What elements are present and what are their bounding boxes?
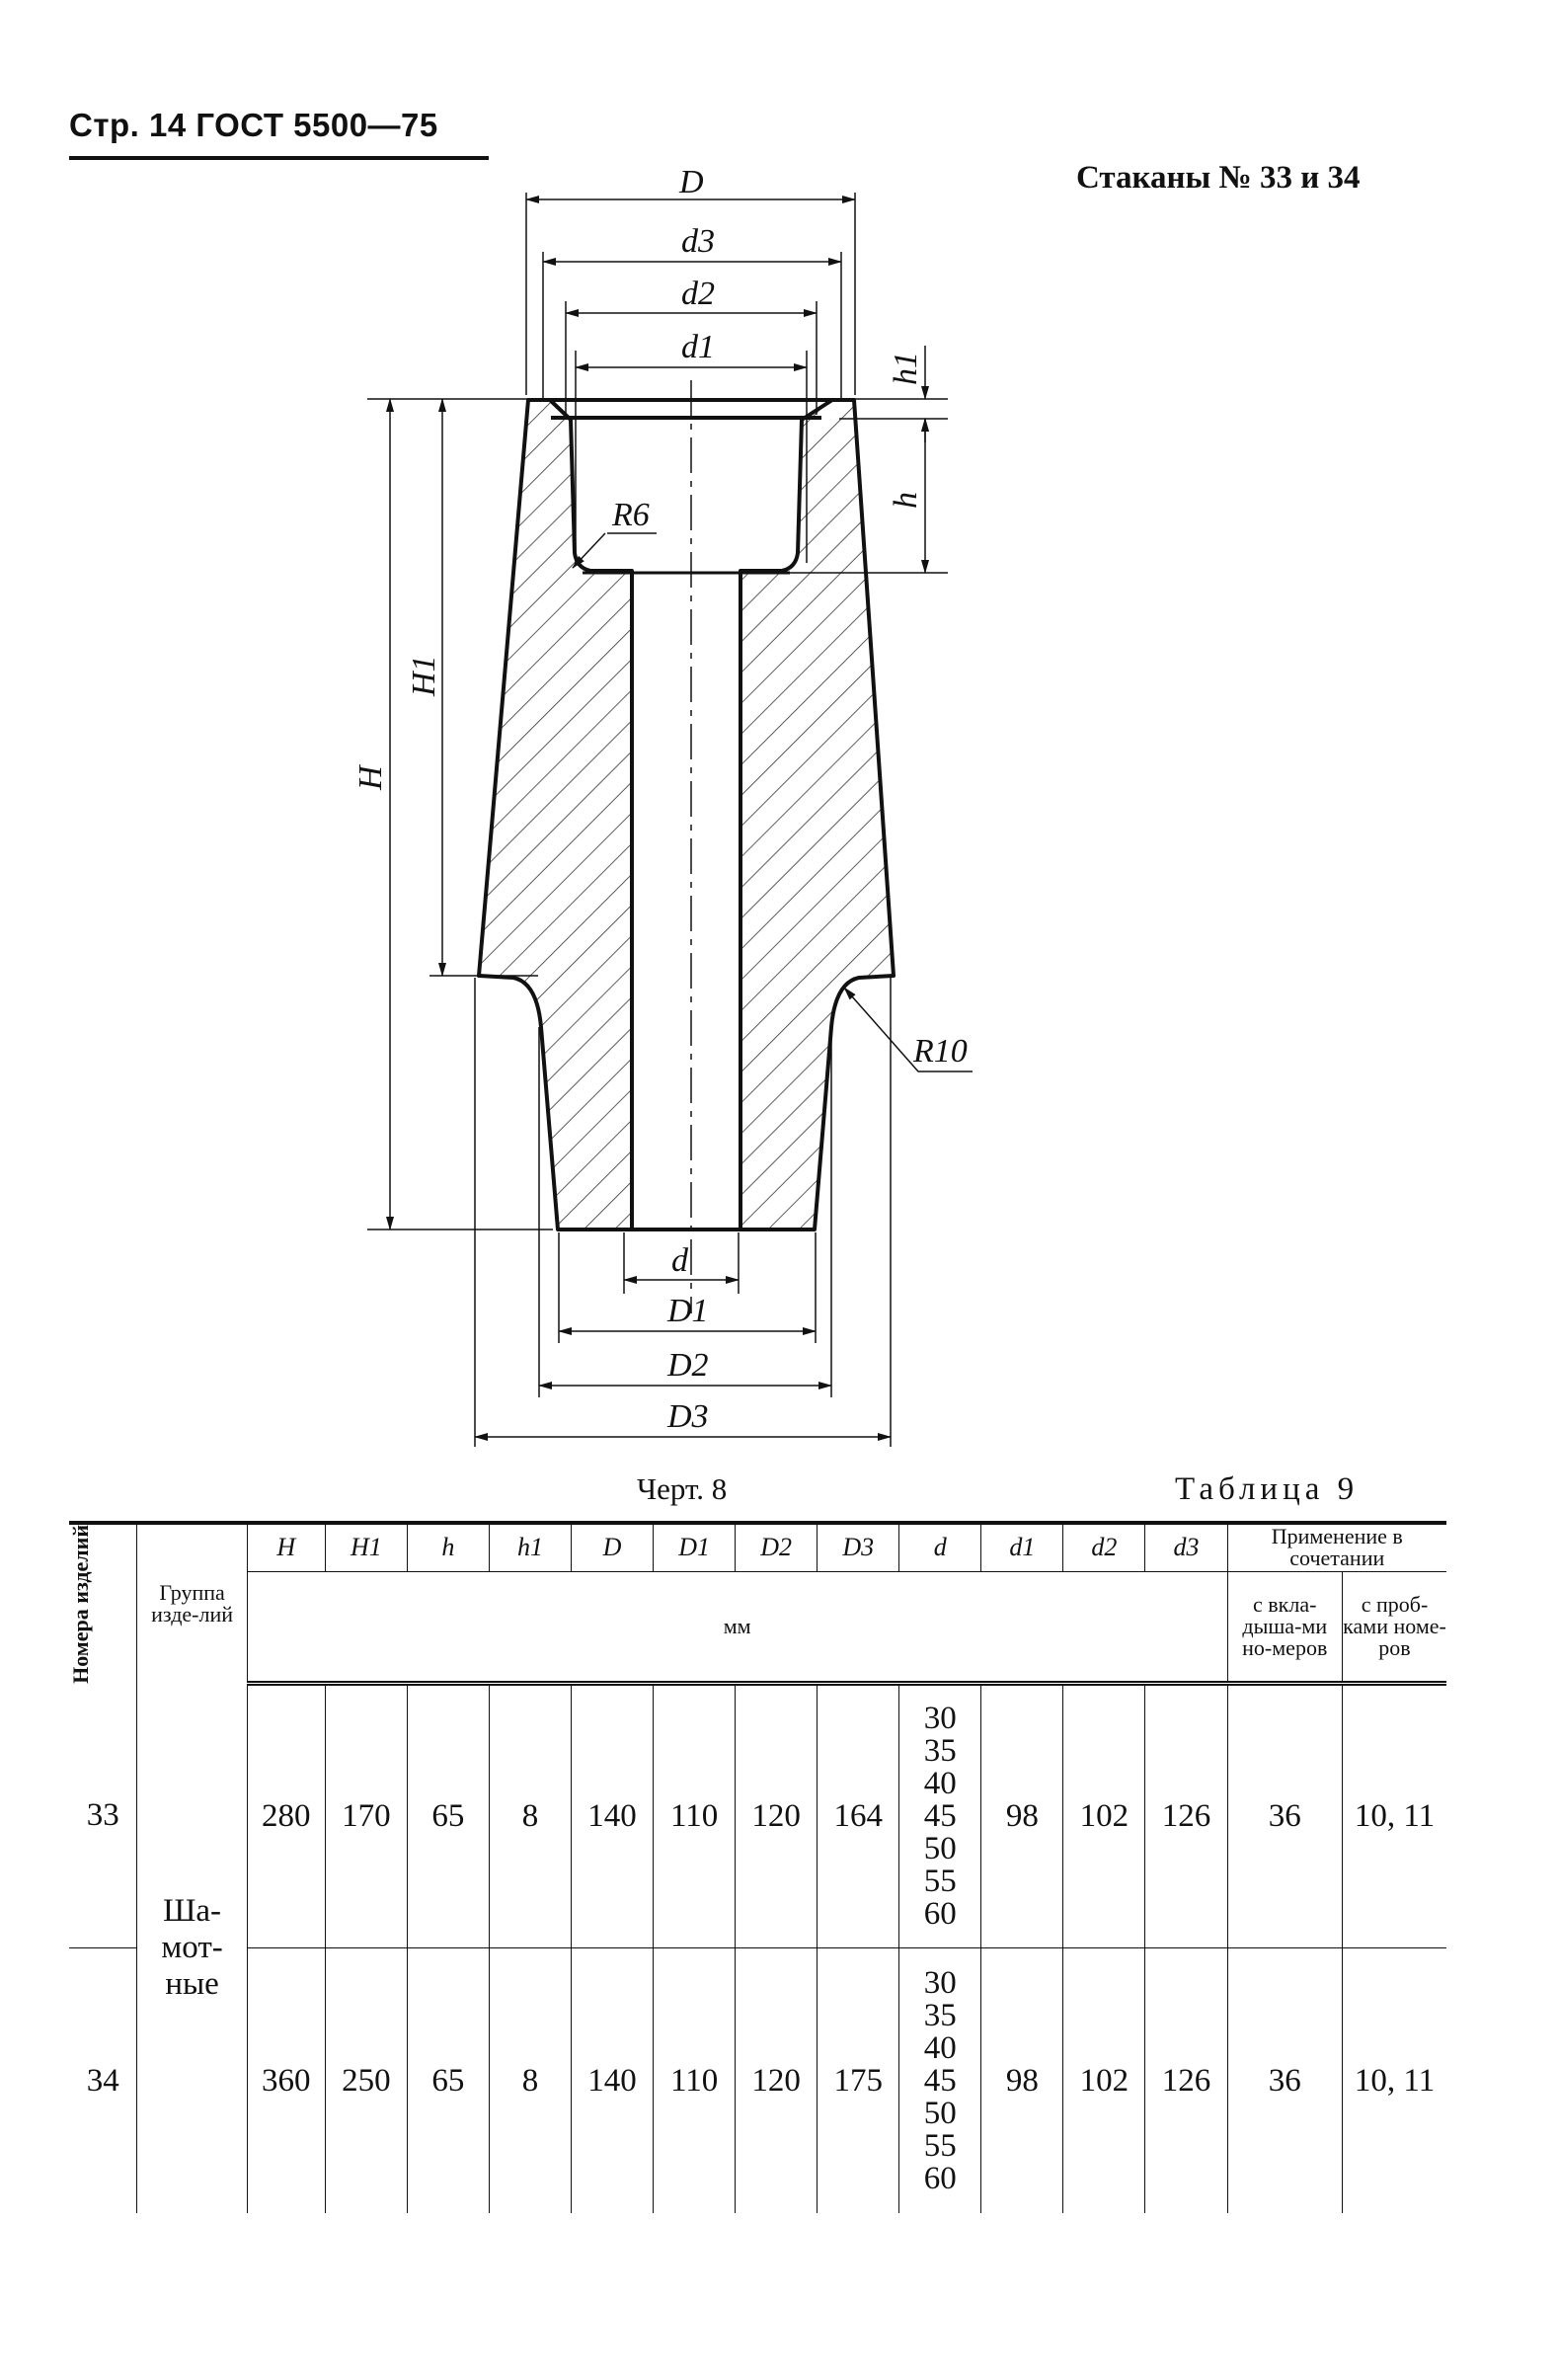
header-with-inserts: с вкла-дыша-ми но-меров (1226, 1571, 1343, 1687)
label-d3: d3 (681, 223, 715, 260)
label-d2: d2 (681, 276, 715, 312)
label-d: d (671, 1242, 689, 1279)
header-d3: d3 (1144, 1520, 1227, 1572)
header-H: H (246, 1520, 326, 1572)
label-H: H (352, 763, 389, 791)
cell-d: 30 35 40 45 50 55 60 (898, 1947, 981, 2213)
header-group: Группа изде-лий (136, 1521, 248, 1684)
cell-stoppers: 10, 11 (1342, 1683, 1446, 1949)
header-H1: H1 (324, 1520, 408, 1572)
header-d1: d1 (980, 1520, 1063, 1572)
header-d: d (898, 1520, 981, 1572)
header-with-stoppers: с проб-ками номе-ров (1342, 1571, 1446, 1687)
cell-H: 280 (246, 1683, 326, 1949)
cell-d1: 98 (980, 1947, 1063, 2213)
table-row: 34 360 250 65 8 140 110 120 175 30 35 40… (69, 1947, 1446, 2213)
right-wall (739, 398, 896, 1231)
header-h: h (406, 1520, 490, 1572)
section-title: Стаканы № 33 и 34 (1076, 160, 1361, 196)
cell-d3: 126 (1144, 1683, 1227, 1949)
cell-D2: 120 (735, 1947, 818, 2213)
cell-d3: 126 (1144, 1947, 1227, 2213)
table-caption: Таблица 9 (1175, 1471, 1360, 1507)
cell-H1: 250 (324, 1947, 408, 2213)
header-D3: D3 (817, 1520, 899, 1572)
cell-inserts: 36 (1226, 1683, 1343, 1949)
header-h1: h1 (488, 1520, 572, 1572)
header-unit: мм (246, 1570, 1227, 1687)
cell-D2: 120 (735, 1683, 818, 1949)
table-row: 33 Ша-мот-ные 280 170 65 8 140 110 120 1… (69, 1683, 1446, 2213)
figure-caption: Черт. 8 (637, 1471, 728, 1506)
cell-inserts: 36 (1226, 1947, 1343, 2213)
header-numbers: Номера изделий (68, 1521, 137, 1684)
cell-stoppers: 10, 11 (1342, 1947, 1446, 2213)
cell-H: 360 (246, 1947, 326, 2213)
cell-d: 30 35 40 45 50 55 60 (898, 1683, 981, 1949)
cell-D: 140 (570, 1683, 654, 1949)
cell-D3: 175 (817, 1947, 899, 2213)
cell-D1: 110 (653, 1947, 736, 2213)
label-H1: H1 (406, 655, 442, 697)
label-D2: D2 (666, 1347, 709, 1384)
spec-table: Номера изделий Группа изде-лий H H1 h h1… (68, 1520, 1446, 2213)
row-number: 33 (69, 1683, 137, 1949)
label-D: D (678, 164, 704, 200)
label-R10: R10 (912, 1033, 968, 1070)
header-d2: d2 (1062, 1520, 1145, 1572)
header-underline (69, 156, 489, 160)
header-D1: D1 (653, 1520, 736, 1572)
cell-H1: 170 (324, 1683, 408, 1949)
technical-drawing: D d3 d2 d1 h1 h H H1 R6 R10 d D1 D2 D3 (352, 164, 973, 1447)
cell-h: 65 (406, 1947, 490, 2213)
label-D3: D3 (666, 1398, 709, 1435)
cell-D3: 164 (817, 1683, 899, 1949)
cell-h: 65 (406, 1683, 490, 1949)
cell-h1: 8 (488, 1947, 572, 2213)
cell-d1: 98 (980, 1683, 1063, 1949)
label-D1: D1 (666, 1293, 709, 1329)
label-d1: d1 (681, 329, 715, 365)
cell-h1: 8 (488, 1683, 572, 1949)
cell-D1: 110 (653, 1683, 736, 1949)
row-number: 34 (86, 2062, 119, 2099)
label-h: h (888, 492, 924, 509)
left-wall (477, 398, 634, 1231)
cell-d2: 102 (1062, 1683, 1145, 1949)
page-title: Стр. 14 ГОСТ 5500—75 (69, 107, 438, 143)
label-R6: R6 (611, 497, 650, 533)
cell-d2: 102 (1062, 1947, 1145, 2213)
header-D2: D2 (735, 1520, 818, 1572)
label-h1: h1 (888, 352, 924, 385)
cell-D: 140 (570, 1947, 654, 2213)
header-D: D (570, 1520, 654, 1572)
header-application: Применение в сочетании (1226, 1520, 1446, 1572)
row-group: Ша-мот-ные (136, 1683, 248, 2213)
